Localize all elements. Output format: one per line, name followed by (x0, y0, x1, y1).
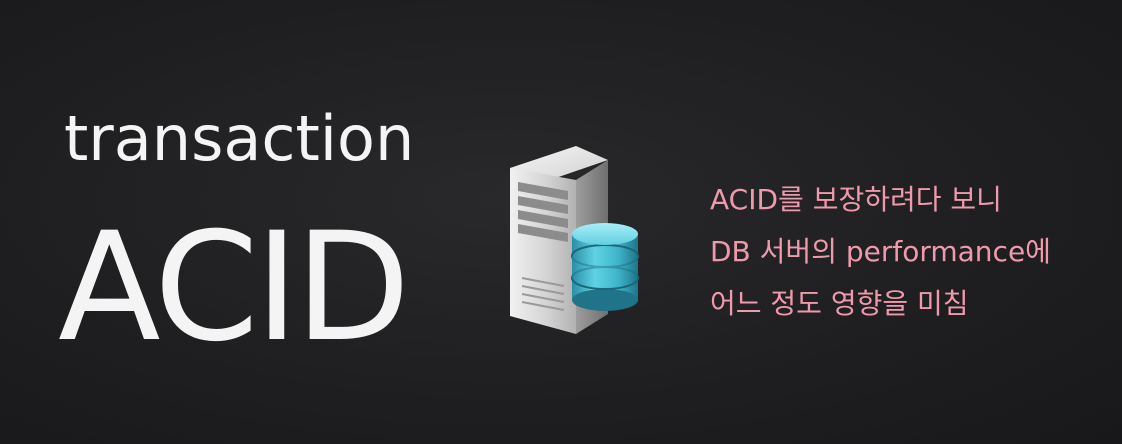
database-server-icon (510, 146, 639, 334)
slide-subtitle: transaction (64, 102, 415, 175)
note-line: 어느 정도 영향을 미침 (710, 287, 969, 320)
note-line: DB 서버의 performance에 (710, 235, 1051, 268)
performance-note: ACID를 보장하려다 보니 DB 서버의 performance에 어느 정도… (710, 174, 1110, 330)
slide-title: ACID (58, 201, 410, 375)
note-line: ACID를 보장하려다 보니 (710, 183, 1002, 216)
